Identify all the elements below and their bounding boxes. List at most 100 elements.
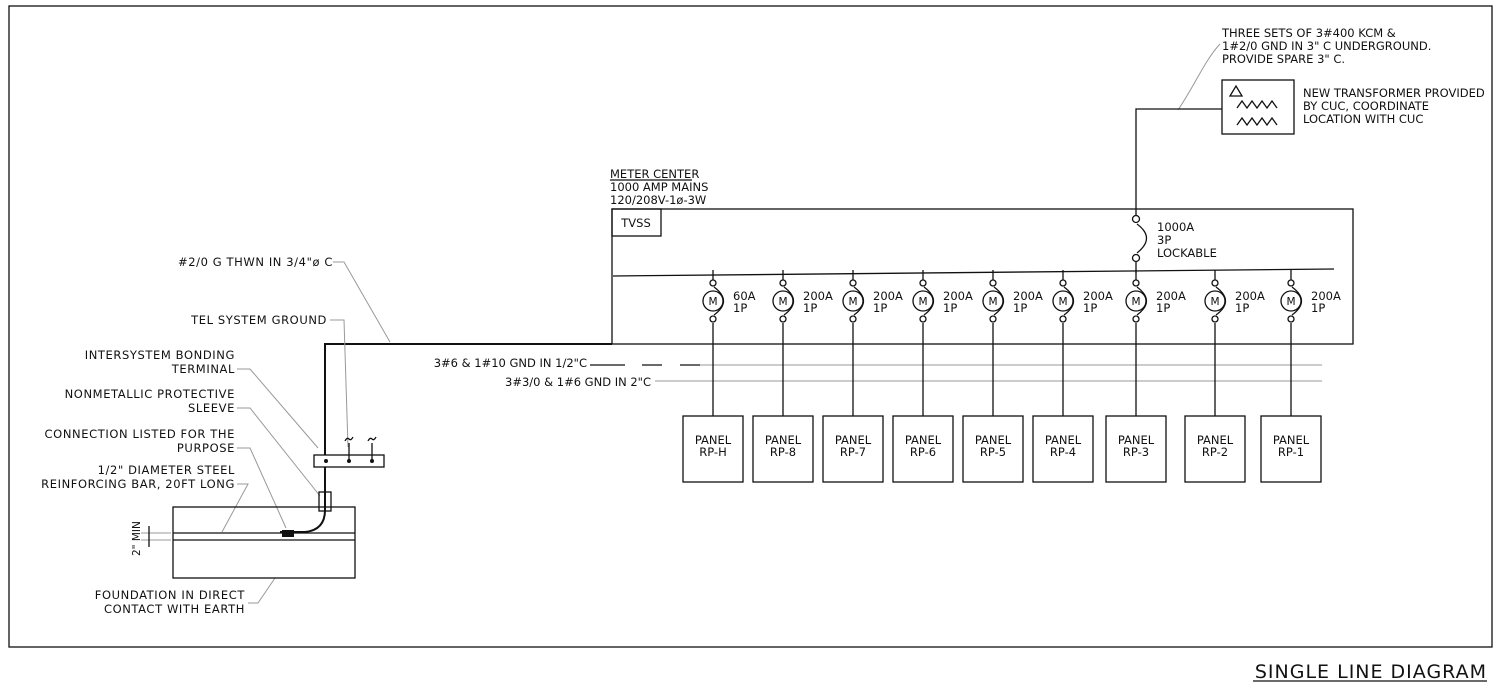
panel-box bbox=[752, 415, 814, 483]
main-breaker-poles: 3P bbox=[1157, 233, 1171, 247]
bonding-terminal-leader bbox=[237, 368, 319, 449]
panel-name: RP-2 bbox=[1202, 445, 1228, 459]
breaker-poles: 1P bbox=[1311, 301, 1325, 315]
sleeve-leader bbox=[237, 407, 321, 497]
meter-symbol: M bbox=[918, 296, 927, 308]
drawing-border bbox=[8, 5, 1493, 648]
panel-name: RP-1 bbox=[1278, 445, 1304, 459]
grounding-electrode-conductor bbox=[324, 343, 612, 455]
foundation-label-1: FOUNDATION IN DIRECT bbox=[95, 588, 246, 602]
rebar-label-2: REINFORCING BAR, 20FT LONG bbox=[41, 477, 235, 491]
meter-center-enclosure bbox=[611, 208, 1354, 345]
meter-icon: M bbox=[912, 290, 934, 312]
protective-sleeve-icon bbox=[318, 491, 332, 512]
meter-icon: M bbox=[702, 290, 724, 312]
breaker-rating: 200A bbox=[1235, 289, 1265, 303]
service-conductor bbox=[1135, 108, 1222, 215]
panel-box bbox=[1105, 415, 1167, 483]
breaker-poles: 1P bbox=[1013, 301, 1027, 315]
breaker-rating: 200A bbox=[1311, 289, 1341, 303]
panel-box bbox=[1032, 415, 1094, 483]
bonding-terminal-label-2: TERMINAL bbox=[171, 362, 235, 376]
meter-icon: M bbox=[1125, 290, 1147, 312]
connection-label-2: PURPOSE bbox=[177, 441, 235, 455]
meter-icon: M bbox=[982, 290, 1004, 312]
meter-symbol: M bbox=[1286, 296, 1295, 308]
tvss-box bbox=[611, 208, 662, 237]
foundation-icon bbox=[172, 506, 356, 579]
transformer-label-3: LOCATION WITH CUC bbox=[1303, 112, 1423, 126]
breaker-rating: 200A bbox=[1013, 289, 1043, 303]
panel-box bbox=[1260, 415, 1322, 483]
rebar-label-1: 1/2" DIAMETER STEEL bbox=[98, 463, 235, 477]
transformer-label-1: NEW TRANSFORMER PROVIDED bbox=[1303, 86, 1485, 100]
drawing-title: SINGLE LINE DIAGRAM bbox=[1255, 661, 1487, 683]
transformer-label-2: BY CUC, COORDINATE bbox=[1303, 99, 1429, 113]
sleeve-label-1: NONMETALLIC PROTECTIVE bbox=[65, 387, 235, 401]
electrode-conductor-foundation bbox=[280, 467, 326, 533]
meter-symbol: M bbox=[988, 296, 997, 308]
meter-center-rating: 1000 AMP MAINS bbox=[610, 180, 708, 194]
bonding-terminal-label-1: INTERSYSTEM BONDING bbox=[85, 348, 235, 362]
transformer-icon bbox=[1221, 79, 1295, 135]
breaker-poles: 1P bbox=[1156, 301, 1170, 315]
panel-word: PANEL bbox=[1045, 433, 1082, 447]
meter-symbol: M bbox=[848, 296, 857, 308]
connection-label-1: CONNECTION LISTED FOR THE bbox=[45, 427, 235, 441]
panel-box bbox=[822, 415, 884, 483]
breaker-rating: 60A bbox=[733, 289, 756, 303]
meter-symbol: M bbox=[1058, 296, 1067, 308]
breaker-poles: 1P bbox=[873, 301, 887, 315]
panel-name: RP-3 bbox=[1123, 445, 1149, 459]
panel-name: RP-5 bbox=[980, 445, 1006, 459]
breaker-poles: 1P bbox=[1083, 301, 1097, 315]
rebar-leader bbox=[221, 483, 249, 533]
min-dimension-label: 2" MIN bbox=[131, 521, 143, 556]
panel-word: PANEL bbox=[765, 433, 802, 447]
ground-conductor-leader bbox=[333, 261, 391, 343]
panel-name: RP-H bbox=[699, 445, 726, 459]
meter-icon: M bbox=[1052, 290, 1074, 312]
foundation-label-2: CONTACT WITH EARTH bbox=[104, 602, 245, 616]
foundation-leader bbox=[248, 577, 276, 604]
tel-ground-leader bbox=[330, 319, 349, 448]
main-breaker-icon bbox=[1131, 214, 1148, 273]
transformer-feeder-note-3: PROVIDE SPARE 3" C. bbox=[1222, 52, 1345, 66]
connection-leader bbox=[237, 447, 287, 529]
transformer-note-leader bbox=[1177, 43, 1221, 111]
main-breaker-lockable: LOCKABLE bbox=[1157, 246, 1217, 260]
meter-center-bus bbox=[612, 268, 1335, 277]
listed-connector-icon bbox=[282, 530, 294, 537]
panel-word: PANEL bbox=[905, 433, 942, 447]
panel-name: RP-8 bbox=[770, 445, 796, 459]
meter-symbol: M bbox=[708, 296, 717, 308]
panel-word: PANEL bbox=[975, 433, 1012, 447]
panel-name: RP-6 bbox=[910, 445, 936, 459]
panel-word: PANEL bbox=[695, 433, 732, 447]
panel-box bbox=[962, 415, 1024, 483]
panel-name: RP-4 bbox=[1050, 445, 1076, 459]
breaker-poles: 1P bbox=[943, 301, 957, 315]
breaker-rating: 200A bbox=[803, 289, 833, 303]
breaker-rating: 200A bbox=[943, 289, 973, 303]
meter-icon: M bbox=[772, 290, 794, 312]
breaker-rating: 200A bbox=[1083, 289, 1113, 303]
meter-symbol: M bbox=[778, 296, 787, 308]
feeder-label-1: 3#6 & 1#10 GND IN 1/2"C bbox=[434, 356, 587, 370]
meter-icon: M bbox=[842, 290, 864, 312]
panel-word: PANEL bbox=[1197, 433, 1234, 447]
panel-name: RP-7 bbox=[840, 445, 866, 459]
feeder-label-2: 3#3/0 & 1#6 GND IN 2"C bbox=[505, 375, 651, 389]
breaker-poles: 1P bbox=[1235, 301, 1249, 315]
bonding-terminal-icon bbox=[313, 436, 385, 468]
panel-box bbox=[1184, 415, 1246, 483]
panel-box bbox=[892, 415, 954, 483]
